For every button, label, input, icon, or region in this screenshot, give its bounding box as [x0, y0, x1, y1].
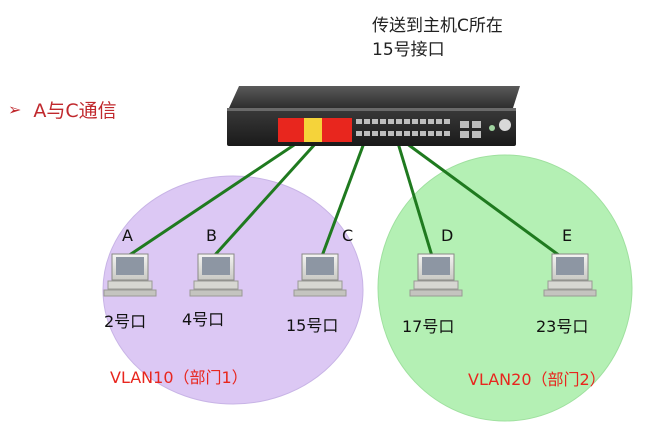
port-label-d: 17号口: [402, 317, 455, 336]
vlan20-zone: [377, 154, 633, 422]
port-label-b: 4号口: [182, 310, 225, 329]
link-b: [212, 141, 318, 258]
bullet-arrow-icon: ➢: [8, 100, 22, 119]
port-label-a: 2号口: [104, 312, 147, 331]
link-d: [396, 142, 434, 257]
switch-yellow-panel: [304, 118, 322, 142]
link-c: [320, 142, 366, 257]
computer-icon-a: [103, 253, 157, 297]
port-label-c: 15号口: [286, 316, 339, 335]
switch-front-trim: [227, 108, 516, 111]
host-letter-d: D: [441, 226, 454, 245]
switch-caption-line2: 15号接口: [372, 40, 445, 60]
switch-status-led: [489, 125, 495, 131]
switch-device: [227, 86, 520, 146]
switch-caption-line1: 传送到主机C所在: [372, 16, 503, 36]
switch-logo-mark: [499, 119, 511, 131]
host-letter-b: B: [206, 226, 217, 245]
switch-top-face: [229, 86, 520, 108]
link-e: [405, 141, 561, 258]
switch-port-rows: [356, 119, 481, 138]
port-label-e: 23号口: [536, 317, 589, 336]
host-computers: [103, 253, 597, 297]
computer-icon-b: [189, 253, 243, 297]
bullet-heading-text: A与C通信: [33, 100, 117, 122]
vlan20-label: VLAN20（部门2）: [468, 370, 606, 389]
host-letter-e: E: [562, 226, 573, 245]
vlan10-label: VLAN10（部门1）: [110, 368, 248, 387]
network-links: [127, 141, 561, 258]
host-letter-a: A: [122, 226, 133, 245]
computer-icon-c: [293, 253, 347, 297]
computer-icon-e: [543, 253, 597, 297]
bullet-heading: ➢ A与C通信: [8, 96, 117, 123]
link-a: [127, 141, 298, 258]
host-letter-c: C: [342, 226, 354, 245]
computer-icon-d: [409, 253, 463, 297]
switch-red-panel-right: [322, 118, 352, 142]
switch-red-panel-left: [278, 118, 304, 142]
